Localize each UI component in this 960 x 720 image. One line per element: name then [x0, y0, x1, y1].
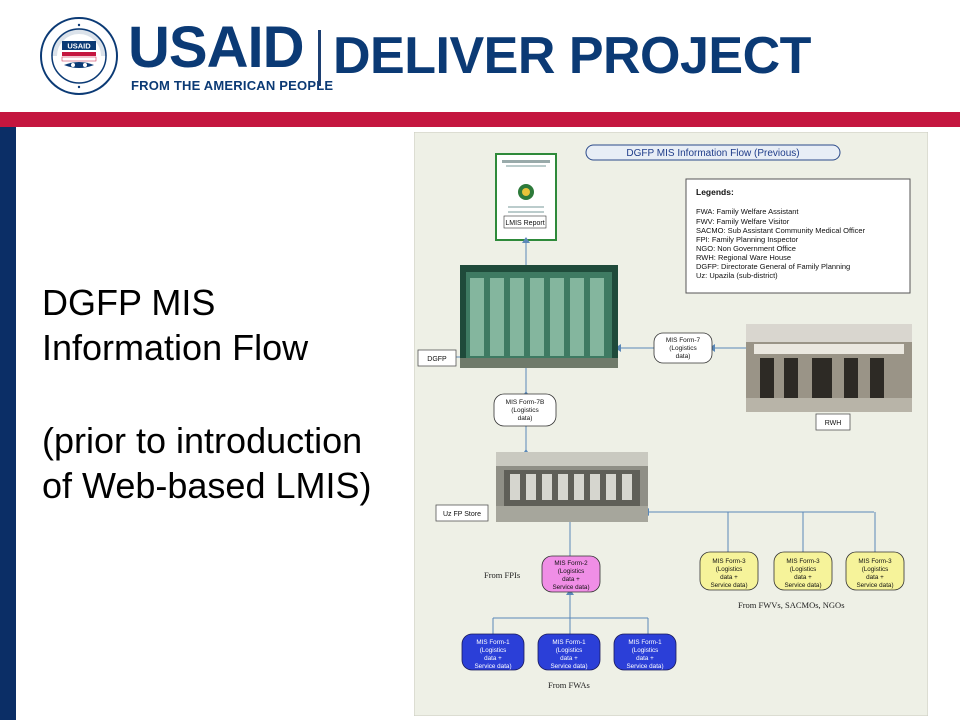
- form-1-line: MIS Form-1: [476, 639, 510, 646]
- lmis-report-thumbnail: LMIS Report: [495, 153, 557, 241]
- form-1-line: Service data): [474, 663, 511, 670]
- usaid-wordmark: USAID: [128, 15, 304, 80]
- slide-title: DGFP MIS Information Flow: [42, 282, 309, 368]
- form-2-line: (Logistics: [558, 568, 585, 575]
- form-1-line: (Logistics: [556, 647, 583, 654]
- form-3-line: (Logistics: [862, 566, 889, 573]
- usaid-wordmark-text: USAID: [128, 15, 304, 80]
- mis-form-7b-node: MIS Form-7B (Logistics data): [493, 393, 557, 427]
- legend-item: SACMO: Sub Assistant Community Medical O…: [696, 226, 866, 235]
- form-1-line: (Logistics: [480, 647, 507, 654]
- form-1-line: Service data): [550, 663, 587, 670]
- from-fpis-label: From FPIs: [484, 570, 520, 580]
- dgfp-label: DGFP: [427, 356, 447, 363]
- form-7b-line: (Logistics: [511, 407, 539, 414]
- form-3-line: data +: [720, 574, 738, 581]
- form-7-line: data): [676, 353, 691, 360]
- from-fwvs-label: From FWVs, SACMOs, NGOs: [738, 600, 845, 610]
- mis-form-1-node: MIS Form-1 (Logistics data + Service dat…: [537, 633, 601, 671]
- diagram-title: DGFP MIS Information Flow (Previous): [626, 148, 799, 159]
- form-1-line: data +: [636, 655, 654, 662]
- header-banner: USAID USAID FROM THE AMERICAN PEOPLE DEL…: [0, 0, 960, 112]
- brand-tagline: FROM THE AMERICAN PEOPLE: [131, 78, 334, 93]
- dgfp-label-box: [417, 349, 457, 367]
- legend-item: NGO: Non Government Office: [696, 244, 796, 253]
- form-1-line: MIS Form-1: [552, 639, 586, 646]
- dgfp-building-image: [460, 265, 618, 368]
- uz-store-label-box: [435, 504, 489, 522]
- slide-subtitle: (prior to introduction of Web-based LMIS…: [42, 420, 372, 506]
- form-2-line: Service data): [552, 584, 589, 591]
- brand-divider: [318, 30, 321, 86]
- form-3-line: MIS Form-3: [786, 558, 820, 565]
- form-1-line: MIS Form-1: [628, 639, 662, 646]
- mis-form-7-node: MIS Form-7 (Logistics data): [653, 332, 713, 364]
- lmis-report-label: LMIS Report: [505, 220, 544, 227]
- legend-item: FWA: Family Welfare Assistant: [696, 207, 799, 216]
- uz-store-label: Uz FP Store: [443, 511, 481, 518]
- legend-box: Legends: FWA: Family Welfare Assistant F…: [685, 178, 911, 294]
- form-3-line: (Logistics: [716, 566, 743, 573]
- form-3-line: Service data): [856, 582, 893, 589]
- form-1-line: Service data): [626, 663, 663, 670]
- rwh-label-box: [815, 413, 851, 431]
- legend-item: RWH: Regional Ware House: [696, 253, 791, 262]
- diagram-title-pill: [585, 144, 841, 161]
- form-3-line: MIS Form-3: [858, 558, 892, 565]
- form-3-line: data +: [866, 574, 884, 581]
- legend-item: DGFP: Directorate General of Family Plan…: [696, 262, 850, 271]
- mis-form-3-node: MIS Form-3 (Logistics data + Service dat…: [773, 551, 833, 591]
- left-blue-bar: [0, 127, 16, 720]
- form-2-line: data +: [562, 576, 580, 583]
- mis-form-3-node: MIS Form-3 (Logistics data + Service dat…: [699, 551, 759, 591]
- usaid-seal-icon: USAID: [40, 17, 118, 95]
- rwh-label: RWH: [825, 420, 842, 427]
- form-7-line: (Logistics: [669, 345, 697, 352]
- form-7b-line: data): [518, 415, 533, 422]
- deliver-project-wordmark: DELIVER PROJECT: [333, 27, 811, 85]
- mis-form-1-node: MIS Form-1 (Logistics data + Service dat…: [461, 633, 525, 671]
- legend-heading: Legends:: [696, 187, 734, 197]
- form-3-line: Service data): [784, 582, 821, 589]
- uz-fp-store-building-image: [496, 452, 648, 522]
- mis-form-3-node: MIS Form-3 (Logistics data + Service dat…: [845, 551, 905, 591]
- from-fwas-label: From FWAs: [548, 680, 590, 690]
- legend-item: FPI: Family Planning Inspector: [696, 235, 799, 244]
- form-1-line: data +: [484, 655, 502, 662]
- mis-form-2-node: MIS Form-2 (Logistics data + Service dat…: [541, 555, 601, 593]
- mis-form-1-node: MIS Form-1 (Logistics data + Service dat…: [613, 633, 677, 671]
- form-2-line: MIS Form-2: [554, 560, 588, 567]
- legend-item: FWV: Family Welfare Visitor: [696, 217, 790, 226]
- form-3-line: data +: [794, 574, 812, 581]
- rwh-building-image: [746, 324, 912, 412]
- form-1-line: data +: [560, 655, 578, 662]
- seal-center-text: USAID: [67, 42, 91, 51]
- form-7b-line: MIS Form-7B: [506, 399, 545, 406]
- form-3-line: Service data): [710, 582, 747, 589]
- form-3-line: MIS Form-3: [712, 558, 746, 565]
- legend-item: Uz: Upazila (sub-district): [696, 271, 778, 280]
- information-flow-diagram: DGFP MIS Information Flow (Previous) LMI…: [414, 132, 928, 716]
- form-1-line: (Logistics: [632, 647, 659, 654]
- form-3-line: (Logistics: [790, 566, 817, 573]
- form-7-line: MIS Form-7: [666, 337, 701, 344]
- flow-connectors: [456, 240, 876, 634]
- header-red-bar: [0, 112, 960, 127]
